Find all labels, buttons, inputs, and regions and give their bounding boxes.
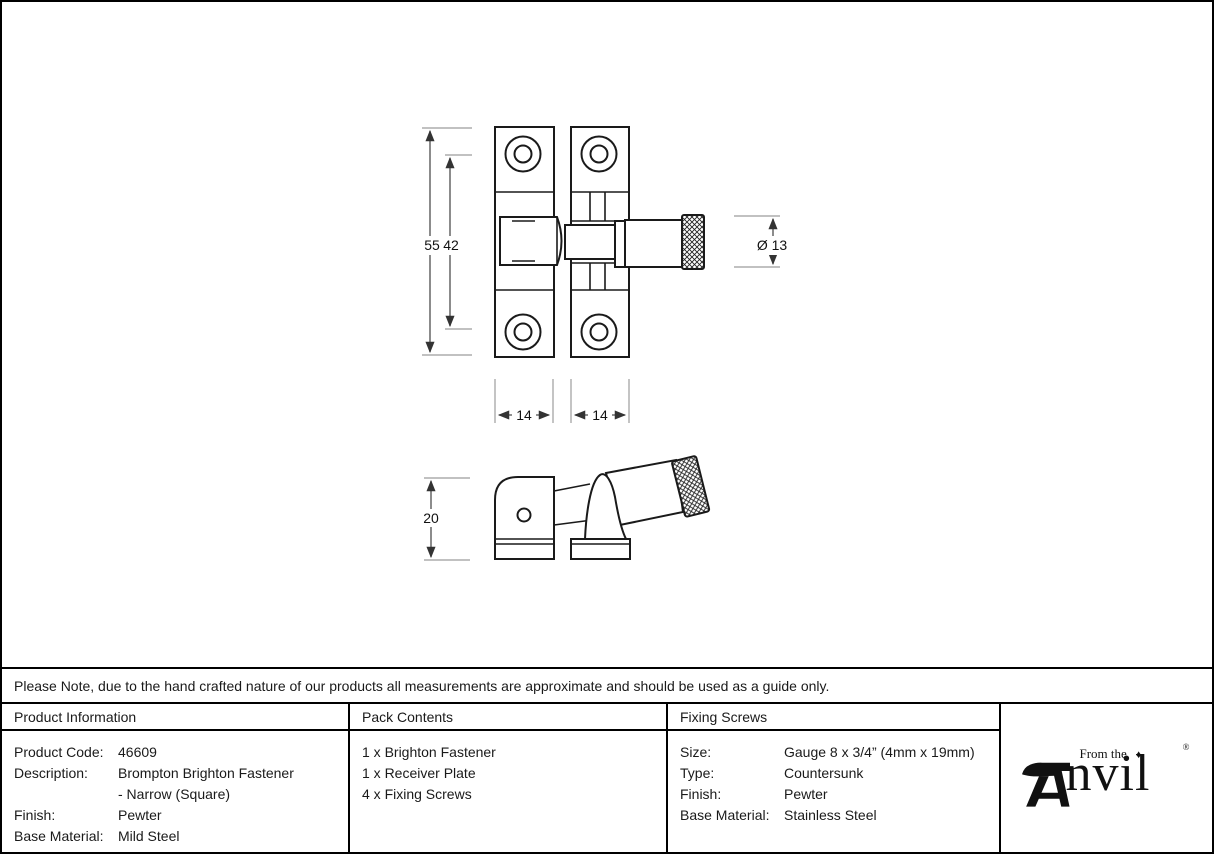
dim-label-14-left: 14 xyxy=(516,407,532,423)
screw-holes xyxy=(504,135,618,351)
cam-profile xyxy=(583,473,628,540)
row-value: Pewter xyxy=(118,807,162,823)
row-value: Pewter xyxy=(784,786,828,802)
latch-keeper xyxy=(499,216,563,266)
row-label: Finish: xyxy=(14,807,56,823)
row-label: Base Material: xyxy=(680,807,770,823)
pack-contents-column: Pack Contents 1 x Brighton Fastener 1 x … xyxy=(350,704,668,852)
fixing-screws-column: Fixing Screws Size: Gauge 8 x 3/4” (4mm … xyxy=(668,704,1001,852)
note-bar: Please Note, due to the hand crafted nat… xyxy=(2,667,1212,704)
technical-drawing: 55 42 Ø 13 14 14 xyxy=(2,2,1212,667)
fixing-screws-body: Size: Gauge 8 x 3/4” (4mm x 19mm) Type: … xyxy=(668,731,999,826)
row-value: Gauge 8 x 3/4” (4mm x 19mm) xyxy=(784,744,975,760)
dim-label-14-right: 14 xyxy=(592,407,608,423)
product-information-header: Product Information xyxy=(2,704,348,731)
table-row: Finish: Pewter xyxy=(680,784,987,805)
table-row: Product Code: 46609 xyxy=(14,742,336,763)
table-row: Finish: Pewter xyxy=(14,805,336,826)
logo-cell: From the♦ nvil ® xyxy=(1001,704,1212,852)
knurled-knob-side xyxy=(671,455,711,518)
table-row: Base Material: Stainless Steel xyxy=(680,805,987,826)
knob-collar xyxy=(614,220,626,268)
latch-bolt xyxy=(564,224,616,260)
cam-base xyxy=(570,538,631,560)
dim-label-42: 42 xyxy=(443,237,459,253)
table-row: Base Material: Mild Steel xyxy=(14,826,336,847)
row-value: Mild Steel xyxy=(118,828,180,844)
dim-label-55: 55 xyxy=(424,237,440,253)
table-row: Description: Brompton Brighton Fastener xyxy=(14,763,336,784)
list-item: 1 x Brighton Fastener xyxy=(362,744,496,760)
product-information-column: Product Information Product Code: 46609 … xyxy=(2,704,350,852)
pack-contents-body: 1 x Brighton Fastener 1 x Receiver Plate… xyxy=(350,731,666,805)
row-value: - Narrow (Square) xyxy=(118,786,231,802)
registered-mark: ® xyxy=(1182,742,1190,752)
row-value: 46609 xyxy=(118,744,157,760)
drawing-svg: 55 42 Ø 13 14 14 xyxy=(419,126,793,561)
knob-shaft xyxy=(624,219,683,268)
row-value: Stainless Steel xyxy=(784,807,877,823)
side-view xyxy=(494,455,711,560)
row-label: Size: xyxy=(680,744,712,760)
product-information-body: Product Code: 46609 Description: Brompto… xyxy=(2,731,348,847)
row-label: Product Code: xyxy=(14,744,104,760)
row-label: Type: xyxy=(680,765,715,781)
anvil-a-glyph xyxy=(1021,762,1070,807)
list-item: 4 x Fixing Screws xyxy=(362,786,472,802)
logo-wordmark: nvil xyxy=(1065,745,1151,802)
knurled-knob xyxy=(681,214,705,270)
row-label: Description: xyxy=(14,765,88,781)
logo-tagline: From the♦ xyxy=(1079,746,1142,761)
row-value: Countersunk xyxy=(784,765,864,781)
anvil-logo: From the♦ nvil ® xyxy=(1021,742,1192,811)
list-item: 1 x Receiver Plate xyxy=(362,765,476,781)
front-view xyxy=(494,126,705,358)
bracket-hole xyxy=(516,507,532,523)
pack-contents-header: Pack Contents xyxy=(350,704,666,731)
fixing-screws-header: Fixing Screws xyxy=(668,704,999,731)
dim-label-diameter: Ø 13 xyxy=(757,237,788,253)
side-view-dimensions: 20 xyxy=(419,477,470,561)
diamond-icon: ♦ xyxy=(1135,749,1142,761)
info-table: Product Information Product Code: 46609 … xyxy=(2,704,1212,852)
row-label: Base Material: xyxy=(14,828,104,844)
table-row: Size: Gauge 8 x 3/4” (4mm x 19mm) xyxy=(680,742,987,763)
front-view-dimensions: 55 42 Ø 13 14 14 xyxy=(421,127,793,424)
row-label: Finish: xyxy=(680,786,722,802)
row-label xyxy=(14,784,118,805)
note-text: Please Note, due to the hand crafted nat… xyxy=(14,677,830,694)
table-row: - Narrow (Square) xyxy=(14,784,336,805)
dim-label-20: 20 xyxy=(423,510,439,526)
table-row: Type: Countersunk xyxy=(680,763,987,784)
row-value: Brompton Brighton Fastener xyxy=(118,765,294,781)
